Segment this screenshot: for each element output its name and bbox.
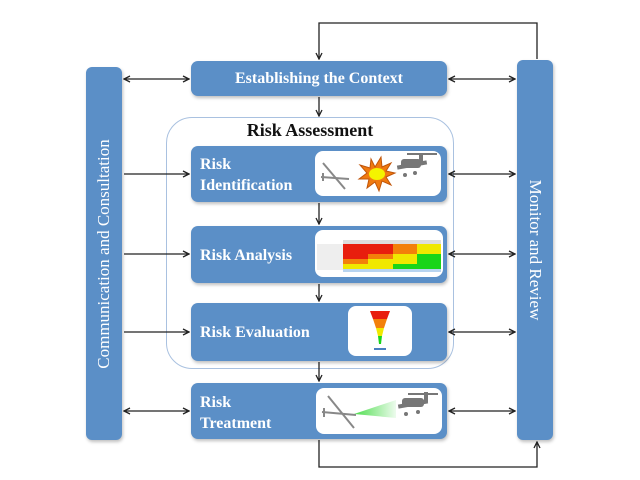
arrow-monitor-to-context	[319, 22, 538, 59]
establishing-context-box[interactable]: Establishing the Context	[191, 61, 447, 96]
risk-matrix-icon	[315, 230, 443, 277]
risk-evaluation-box[interactable]: Risk Evaluation	[191, 303, 447, 361]
risk-assessment-title: Risk Assessment	[246, 120, 374, 140]
establishing-context-label: Establishing the Context	[234, 70, 404, 87]
risk-identification-label-1: Risk	[200, 156, 232, 173]
risk-treatment-label-2: Treatment	[200, 415, 272, 432]
collision-aircraft-icon	[315, 151, 441, 196]
monitor-review-bar[interactable]: Monitor and Review	[517, 60, 553, 440]
risk-treatment-label-1: Risk	[200, 394, 232, 411]
risk-identification-label-2: Identification	[200, 177, 293, 194]
arrow-treatment-to-monitor	[318, 440, 537, 468]
risk-treatment-box[interactable]: Risk Treatment	[191, 383, 447, 439]
risk-funnel-icon	[348, 306, 412, 356]
risk-evaluation-label: Risk Evaluation	[200, 324, 310, 341]
risk-analysis-box[interactable]: Risk Analysis	[191, 226, 447, 283]
communication-consultation-bar[interactable]: Communication and Consultation	[86, 67, 122, 440]
aircraft-detection-icon	[316, 388, 442, 434]
risk-analysis-label: Risk Analysis	[200, 247, 293, 264]
risk-identification-box[interactable]: Risk Identification	[191, 146, 447, 202]
